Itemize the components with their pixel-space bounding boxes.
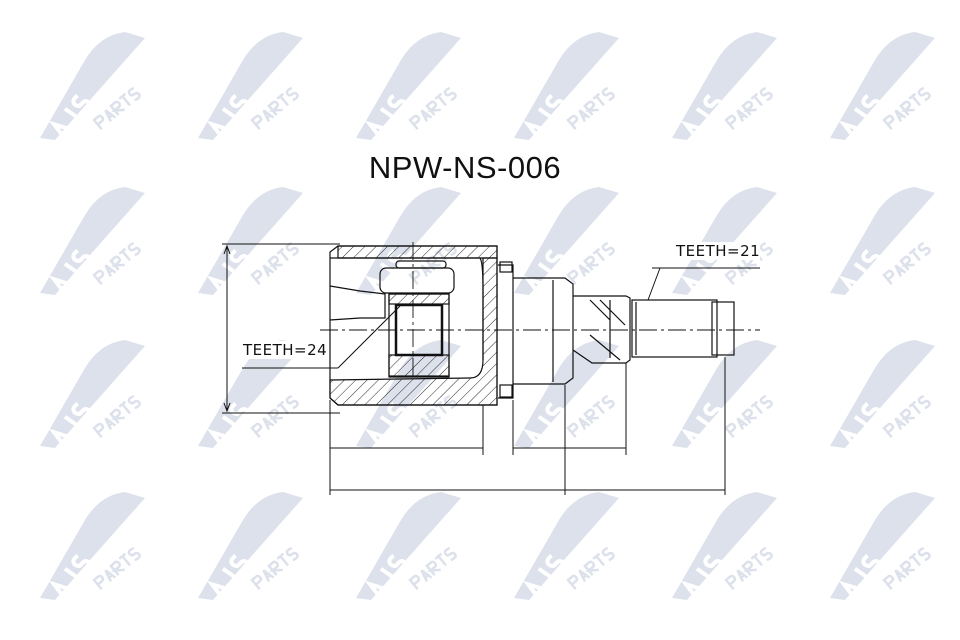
ajs-parts-watermark-logo	[830, 32, 935, 144]
teeth-inner-label: TEETH=24	[243, 341, 328, 359]
ajs-parts-watermark-logo	[198, 492, 303, 604]
ajs-parts-watermark-logo	[514, 340, 619, 452]
part-number-title: NPW-NS-006	[368, 150, 562, 185]
ajs-parts-watermark-logo	[198, 187, 303, 299]
ajs-parts-watermark-logo	[830, 187, 935, 299]
ajs-parts-watermark-logo	[40, 492, 145, 604]
ajs-parts-watermark-logo	[356, 492, 461, 604]
dimension-lines	[222, 243, 760, 495]
ajs-parts-watermark-logo	[672, 492, 777, 604]
housing	[329, 245, 498, 406]
tripod-roller	[379, 260, 455, 378]
ajs-parts-watermark-logo	[830, 340, 935, 452]
ajs-parts-watermark-logo	[40, 187, 145, 299]
ajs-parts-watermark-logo	[198, 340, 303, 452]
ajs-parts-watermark-logo	[356, 32, 461, 144]
ajs-parts-watermark-logo	[514, 492, 619, 604]
ajs-parts-watermark-logo	[40, 340, 145, 452]
ajs-parts-watermark-logo	[672, 32, 777, 144]
teeth-outer-label: TEETH=21	[676, 242, 761, 260]
ajs-parts-watermark-logo	[514, 32, 619, 144]
ajs-parts-watermark-logo	[514, 187, 619, 299]
ajs-parts-watermark-logo	[830, 492, 935, 604]
shaft	[498, 261, 735, 399]
ajs-parts-watermark-logo	[198, 32, 303, 144]
ajs-parts-watermark-logo	[40, 32, 145, 144]
